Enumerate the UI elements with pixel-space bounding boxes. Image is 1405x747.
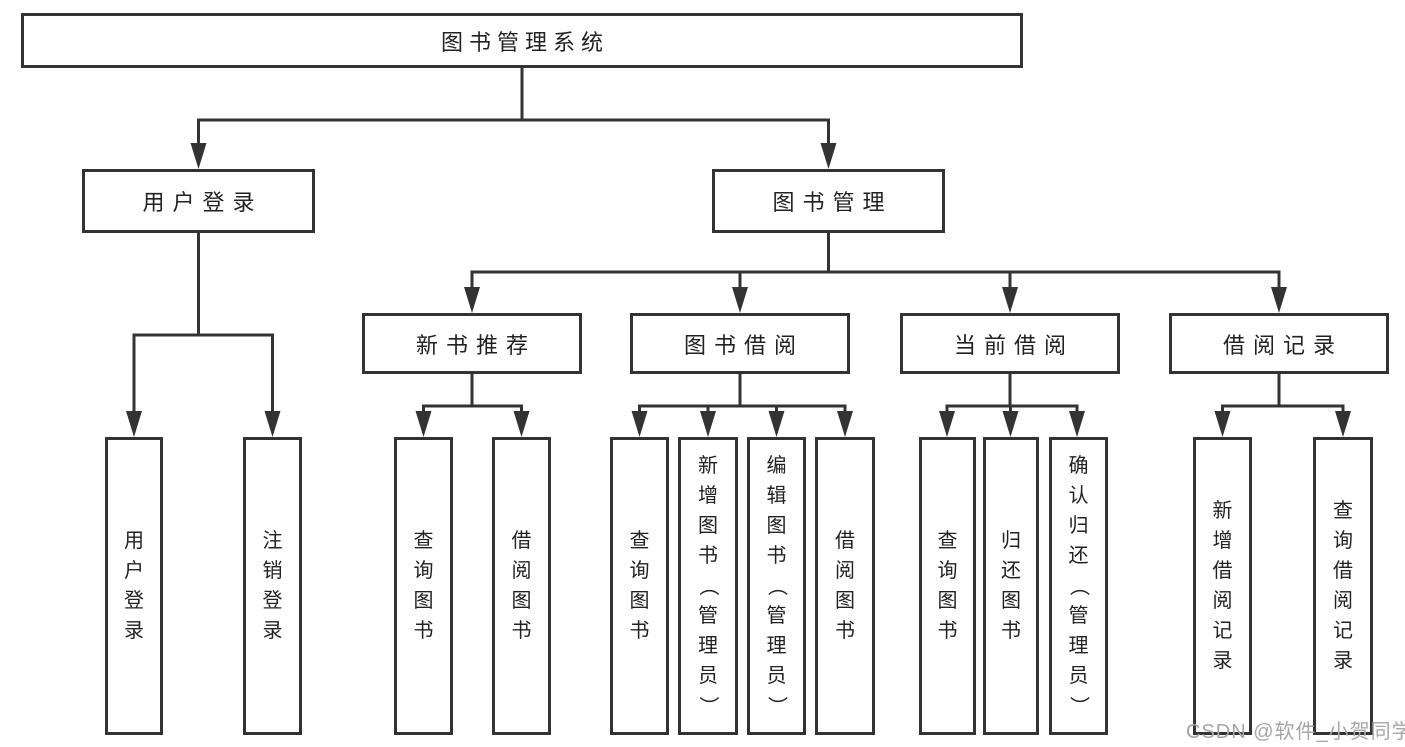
arrow-down-icon [264, 411, 281, 437]
arrow-down-icon [939, 411, 955, 437]
arrow-down-icon [1214, 411, 1231, 437]
arrow-down-icon [1335, 411, 1351, 437]
arrow-down-icon [700, 411, 716, 437]
node-leaf-borrow-books: 借阅图书 [815, 437, 875, 735]
node-leaf-query-books-borrow-label: 查询图书 [629, 530, 650, 642]
node-leaf-edit-books-label: 编辑图书（管理员） [765, 455, 788, 716]
node-leaf-query-books-recommend-label: 查询图书 [413, 530, 434, 642]
node-leaf-add-books-label: 新增图书（管理员） [697, 455, 719, 716]
node-user-login: 用户登录 [82, 169, 315, 233]
node-book-management-label: 图书管理 [772, 190, 893, 215]
node-book-borrow: 图书借阅 [630, 313, 850, 374]
node-root-label: 图书管理系统 [440, 29, 609, 55]
node-user-login-label: 用户登录 [142, 190, 263, 215]
node-leaf-borrow-books-recommend: 借阅图书 [492, 437, 551, 735]
node-root: 图书管理系统 [21, 13, 1023, 68]
node-current-borrow-label: 当前借阅 [953, 332, 1074, 358]
arrow-down-icon [631, 411, 648, 437]
arrow-down-icon [1002, 411, 1019, 437]
node-leaf-logout: 注销登录 [243, 437, 302, 735]
node-leaf-confirm-return: 确认归还（管理员） [1049, 437, 1108, 735]
arrow-down-icon [1069, 411, 1085, 437]
node-leaf-logout-label: 注销登录 [262, 530, 283, 642]
node-leaf-edit-books: 编辑图书（管理员） [747, 437, 806, 735]
node-current-borrow: 当前借阅 [900, 313, 1120, 374]
arrow-down-icon [768, 411, 785, 437]
node-borrow-records: 借阅记录 [1169, 313, 1389, 374]
node-book-management: 图书管理 [712, 169, 945, 233]
node-leaf-add-borrow-record: 新增借阅记录 [1193, 437, 1252, 735]
arrowheads [126, 143, 1351, 437]
arrow-down-icon [1002, 287, 1018, 313]
node-leaf-confirm-return-label: 确认归还（管理员） [1067, 455, 1090, 716]
node-leaf-query-books-borrow: 查询图书 [610, 437, 669, 735]
node-leaf-query-books-current-label: 查询图书 [937, 530, 958, 642]
node-book-borrow-label: 图书借阅 [683, 332, 804, 358]
node-leaf-add-books: 新增图书（管理员） [678, 437, 738, 735]
arrow-down-icon [464, 287, 480, 313]
node-leaf-return-books: 归还图书 [983, 437, 1039, 735]
node-borrow-records-label: 借阅记录 [1222, 332, 1343, 358]
node-leaf-borrow-books-label: 借阅图书 [835, 530, 855, 642]
arrow-down-icon [837, 411, 853, 437]
node-new-book-recommend-label: 新书推荐 [415, 332, 536, 358]
arrow-down-icon [190, 143, 207, 169]
arrow-down-icon [415, 411, 432, 437]
arrow-down-icon [1271, 287, 1287, 313]
watermark: CSDN @软件_小贺同学 [1186, 721, 1405, 743]
node-new-book-recommend: 新书推荐 [362, 313, 582, 374]
node-leaf-query-borrow-record-label: 查询借阅记录 [1333, 500, 1353, 672]
node-leaf-user-login-label: 用户登录 [124, 530, 144, 642]
arrow-down-icon [513, 411, 530, 437]
node-leaf-query-books-recommend: 查询图书 [394, 437, 453, 735]
node-leaf-return-books-label: 归还图书 [1001, 530, 1021, 642]
node-leaf-borrow-books-recommend-label: 借阅图书 [511, 530, 532, 642]
node-leaf-query-books-current: 查询图书 [919, 437, 976, 735]
node-leaf-query-borrow-record: 查询借阅记录 [1313, 437, 1373, 735]
arrow-down-icon [732, 287, 748, 313]
arrow-down-icon [126, 411, 142, 437]
node-leaf-add-borrow-record-label: 新增借阅记录 [1212, 500, 1233, 672]
node-leaf-user-login: 用户登录 [105, 437, 163, 735]
arrow-down-icon [820, 143, 837, 169]
